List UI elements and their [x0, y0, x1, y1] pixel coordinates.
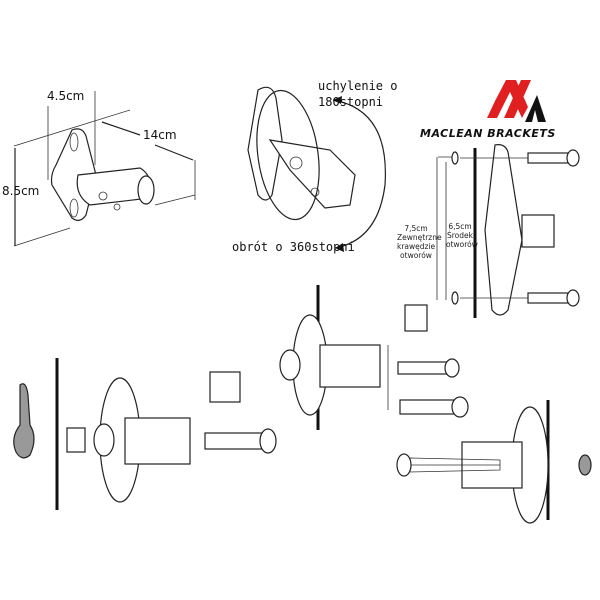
maclean-logo — [487, 80, 546, 122]
exploded-view-right — [396, 400, 592, 524]
tilt-label-line1: uchylenie o — [318, 79, 398, 93]
length-dimension-label: 14cm — [143, 128, 177, 142]
brand-name: MACLEAN BRACKETS — [420, 127, 556, 140]
swivel-label: obrót o 360stopni — [232, 240, 355, 254]
center-spacing-value: 6,5cm — [448, 222, 472, 231]
outer-spacing-value: 7,5cm — [404, 224, 428, 233]
exploded-view-middle — [279, 285, 469, 430]
center-hole-spacing-label: 6,5cm Środek otworów — [446, 222, 478, 249]
height-dimension-label: 8.5cm — [2, 184, 40, 198]
outer-hole-spacing-label: 7,5cm Zewnętrzne krawędzie otworów — [397, 224, 442, 260]
outer-spacing-desc-3: otworów — [400, 251, 432, 260]
exploded-view-left — [13, 358, 277, 510]
depth-dimension-label: 4.5cm — [47, 89, 85, 103]
outer-spacing-desc-2: krawędzie — [397, 242, 436, 251]
bracket-dimensions-drawing — [13, 91, 196, 247]
center-spacing-desc-1: Środek — [447, 231, 473, 240]
center-spacing-desc-2: otworów — [446, 240, 478, 249]
outer-spacing-desc-1: Zewnętrzne — [397, 233, 442, 242]
bracket-rotation-drawing — [247, 86, 387, 252]
tilt-label-line2: 180stopni — [318, 95, 384, 109]
mount-plate-side-view — [436, 144, 580, 318]
